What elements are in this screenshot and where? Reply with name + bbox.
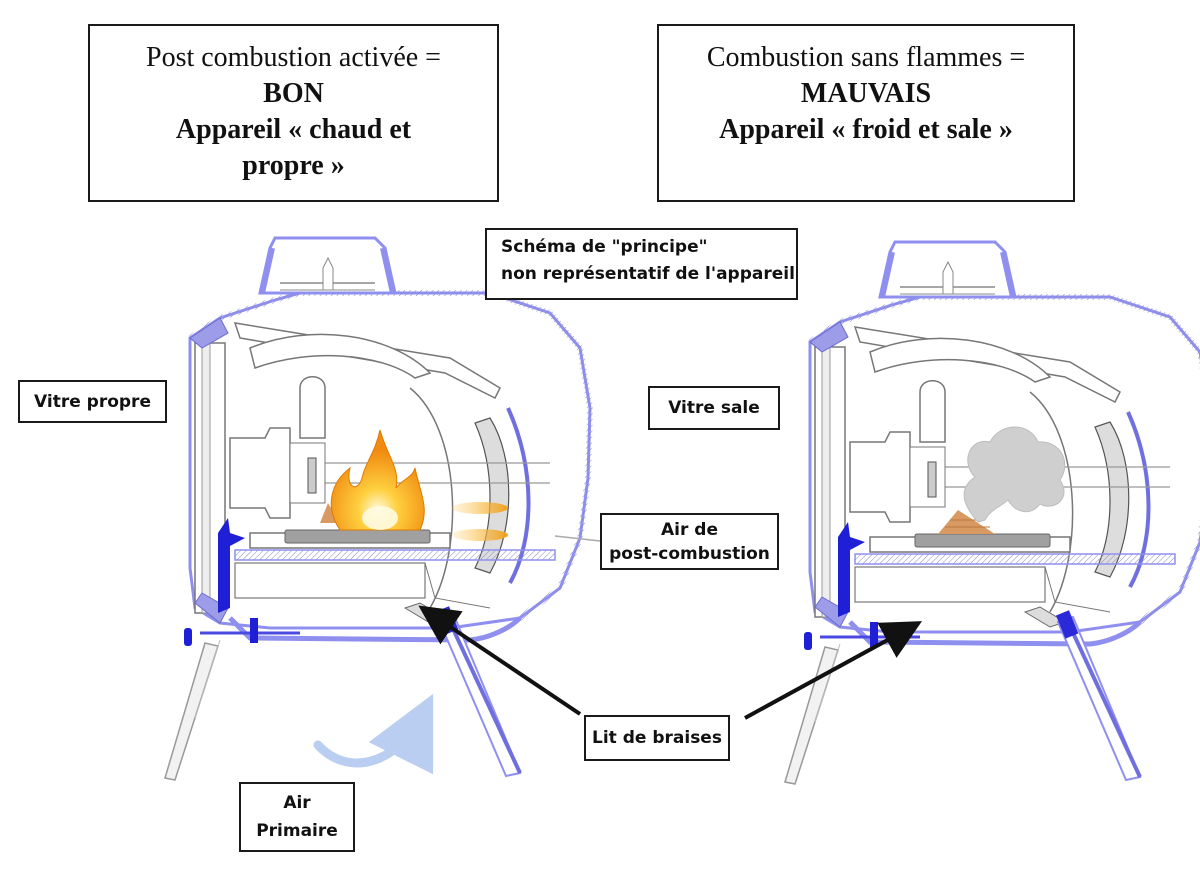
bad-verdict: MAUVAIS [800,78,932,109]
air-post-line2: post-combustion [609,544,770,564]
air-jet-lower [452,529,508,541]
air-primaire-line1: Air [283,793,311,813]
bad-description: Appareil « froid et sale » [719,114,1013,145]
good-description-1: Appareil « chaud et [175,114,412,145]
ember-bed-right [914,533,1051,548]
good-description-2: propre » [242,150,345,181]
label-vitre-sale: Vitre sale [648,386,780,430]
good-combustion-box: Post combustion activée = BON Appareil «… [88,24,499,202]
stove-right-bad [785,242,1200,784]
arrow-ember-right [744,621,923,720]
label-air-primaire: Air Primaire [239,782,355,852]
bad-title: Combustion sans flammes = [706,42,1026,73]
label-air-post-combustion: Air de post-combustion [600,513,779,570]
arrow-ember-left [418,605,582,716]
schema-notice-line1: Schéma de "principe" [501,237,708,257]
schema-notice-line2: non représentatif de l'appareil [501,264,795,284]
ember-bed-left [284,529,431,544]
good-title: Post combustion activée = [146,42,441,73]
bad-combustion-box: Combustion sans flammes = MAUVAIS Appare… [657,24,1075,202]
flame-icon [330,429,425,531]
air-post-connector [554,535,601,542]
good-verdict: BON [263,78,324,109]
schema-notice-box: Schéma de "principe" non représentatif d… [485,228,798,300]
primary-air-arrow-icon [313,693,434,775]
wood-right [938,510,995,534]
air-jet-upper [452,502,508,514]
stove-left-good [165,238,590,780]
air-post-line1: Air de [661,520,718,540]
label-vitre-propre: Vitre propre [18,380,167,423]
smoke-icon [963,426,1066,523]
label-lit-de-braises: Lit de braises [584,715,730,761]
air-primaire-line2: Primaire [256,821,338,841]
